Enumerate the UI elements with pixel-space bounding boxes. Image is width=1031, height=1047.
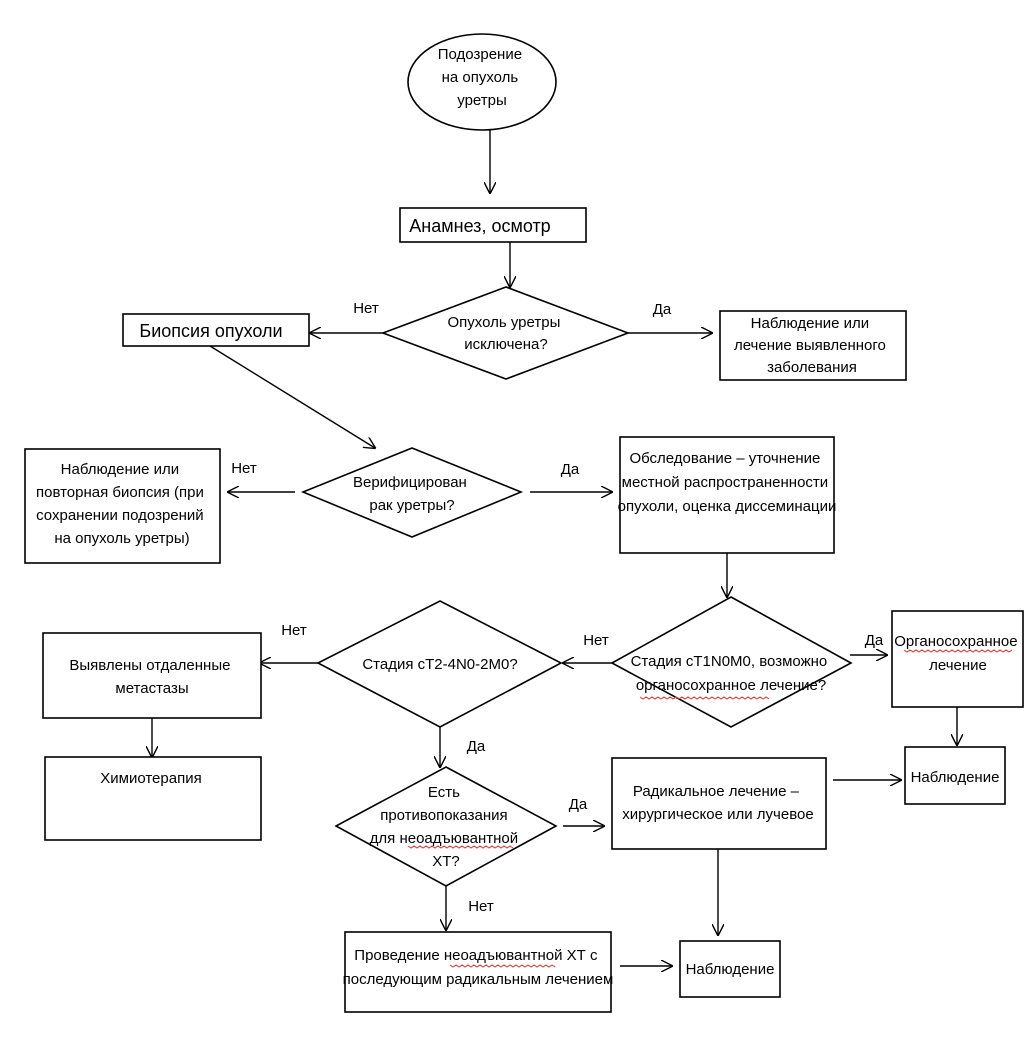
node-stage-t2-label: Стадия cT2-4N0-2M0?	[362, 656, 517, 673]
node-stage-t1-line: органосохранное лечение?	[636, 677, 826, 694]
node-observation-2-label: Наблюдение	[686, 961, 775, 978]
node-contraindications-diamond	[334, 766, 558, 887]
node-rebiopsy-line: на опухоль уретры)	[54, 530, 189, 547]
node-tumor-excluded-diamond	[380, 286, 631, 380]
spellcheck-underline	[903, 649, 1013, 653]
node-start-line: на опухоль	[442, 69, 519, 86]
spellcheck-underline	[449, 964, 556, 968]
node-observation-1-label: Наблюдение	[911, 769, 1000, 786]
node-staging-exam-line: опухоли, оценка диссеминации	[618, 498, 837, 515]
node-staging-exam-box	[619, 436, 835, 554]
edge-label-yes: Да	[653, 301, 672, 318]
edge-label-yes: Да	[569, 796, 588, 813]
node-chemo-label: Химиотерапия	[100, 770, 201, 787]
node-neoadjuvant-line: Проведение неоадъювантной ХТ с	[354, 947, 598, 964]
node-radical-line: Радикальное лечение –	[633, 783, 800, 800]
node-observation-1-box	[904, 746, 1006, 805]
node-labels: Подозрение на опухоль уретры Анамнез, ос…	[36, 46, 1022, 988]
node-verified-line: Верифицирован	[353, 474, 467, 491]
node-biopsy-box	[122, 313, 310, 347]
node-radical-label: Радикальное лечение – хирургическое или …	[622, 783, 813, 823]
node-biopsy-label: Биопсия опухоли	[139, 321, 282, 341]
edge-label-no: Нет	[468, 898, 494, 915]
node-metastases-line: Выявлены отдаленные	[69, 657, 230, 674]
node-start-line: Подозрение	[438, 46, 522, 63]
node-observe-other-label: Наблюдение или лечение выявленного забол…	[734, 315, 890, 376]
node-stage-t1-label: Стадия cT1N0M0, возможно органосохранное…	[631, 653, 832, 694]
node-contraindications-line: ХТ?	[432, 853, 460, 870]
node-observe-other-box	[719, 310, 907, 381]
node-tumor-excluded-line: Опухоль уретры	[447, 314, 560, 331]
node-organ-sparing-box	[891, 610, 1024, 708]
node-metastases-box	[42, 632, 262, 719]
node-neoadjuvant-box	[344, 931, 612, 1013]
edge-label-no: Нет	[281, 622, 307, 639]
node-metastases-line: метастазы	[115, 680, 188, 697]
node-tumor-excluded-line: исключена?	[464, 336, 547, 353]
node-rebiopsy-label: Наблюдение или повторная биопсия (при со…	[36, 461, 208, 547]
node-observe-other-line: Наблюдение или	[751, 315, 870, 332]
node-verified-diamond	[300, 447, 524, 538]
node-contraindications-label: Есть противопоказания для неоадъювантной…	[370, 784, 523, 870]
edges	[152, 130, 957, 966]
node-anamnesis-box	[399, 207, 587, 243]
node-staging-exam-line: местной распространенности	[622, 474, 829, 491]
edge-labels: Нет Да Нет Да Нет Да Нет Да Да Нет	[231, 300, 884, 915]
edge-biopsy-to-verified	[209, 345, 375, 448]
edge-label-yes: Да	[467, 738, 486, 755]
node-start-label: Подозрение на опухоль уретры	[438, 46, 526, 109]
node-contraindications-line: Есть	[428, 784, 460, 801]
edge-label-yes: Да	[561, 461, 580, 478]
node-contraindications-line: противопоказания	[380, 807, 507, 824]
node-contraindications-line: для неоадъювантной	[370, 830, 518, 847]
node-neoadjuvant-line: последующим радикальным лечением	[343, 971, 614, 988]
node-organ-sparing-line: Органосохранное	[894, 633, 1017, 650]
node-rebiopsy-line: повторная биопсия (при	[36, 484, 204, 501]
node-radical-line: хирургическое или лучевое	[622, 806, 813, 823]
node-rebiopsy-box	[24, 448, 221, 564]
node-metastases-label: Выявлены отдаленные метастазы	[69, 657, 234, 697]
node-radical-box	[611, 757, 827, 850]
node-verified-label: Верифицирован рак уретры?	[353, 474, 471, 514]
node-chemo-box	[44, 756, 262, 841]
node-tumor-excluded-label: Опухоль уретры исключена?	[447, 314, 564, 353]
edge-label-no: Нет	[231, 460, 257, 477]
node-observe-other-line: заболевания	[767, 359, 857, 376]
node-staging-exam-line: Обследование – уточнение	[629, 450, 820, 467]
node-start-line: уретры	[457, 92, 507, 109]
node-stage-t2-diamond	[316, 600, 563, 728]
spellcheck-underline	[639, 696, 770, 700]
node-rebiopsy-line: Наблюдение или	[61, 461, 180, 478]
node-stage-t1-line: Стадия cT1N0M0, возможно	[631, 653, 828, 670]
node-observation-2-box	[679, 940, 781, 998]
shapes	[24, 33, 1024, 1013]
node-anamnesis-label: Анамнез, осмотр	[409, 216, 550, 236]
node-organ-sparing-line: лечение	[929, 657, 987, 674]
node-organ-sparing-label: Органосохранное лечение	[894, 633, 1022, 674]
edge-label-no: Нет	[353, 300, 379, 317]
edge-label-yes: Да	[865, 632, 884, 649]
node-rebiopsy-line: сохранении подозрений	[36, 507, 204, 524]
node-neoadjuvant-label: Проведение неоадъювантной ХТ с последующ…	[343, 947, 614, 988]
node-stage-t1-diamond	[610, 596, 853, 728]
edge-label-no: Нет	[583, 632, 609, 649]
node-staging-exam-label: Обследование – уточнение местной распрос…	[618, 450, 837, 515]
node-verified-line: рак уретры?	[369, 497, 454, 514]
node-start-ellipse	[407, 33, 557, 131]
node-observe-other-line: лечение выявленного	[734, 337, 886, 354]
spellcheck-underline	[407, 845, 514, 849]
